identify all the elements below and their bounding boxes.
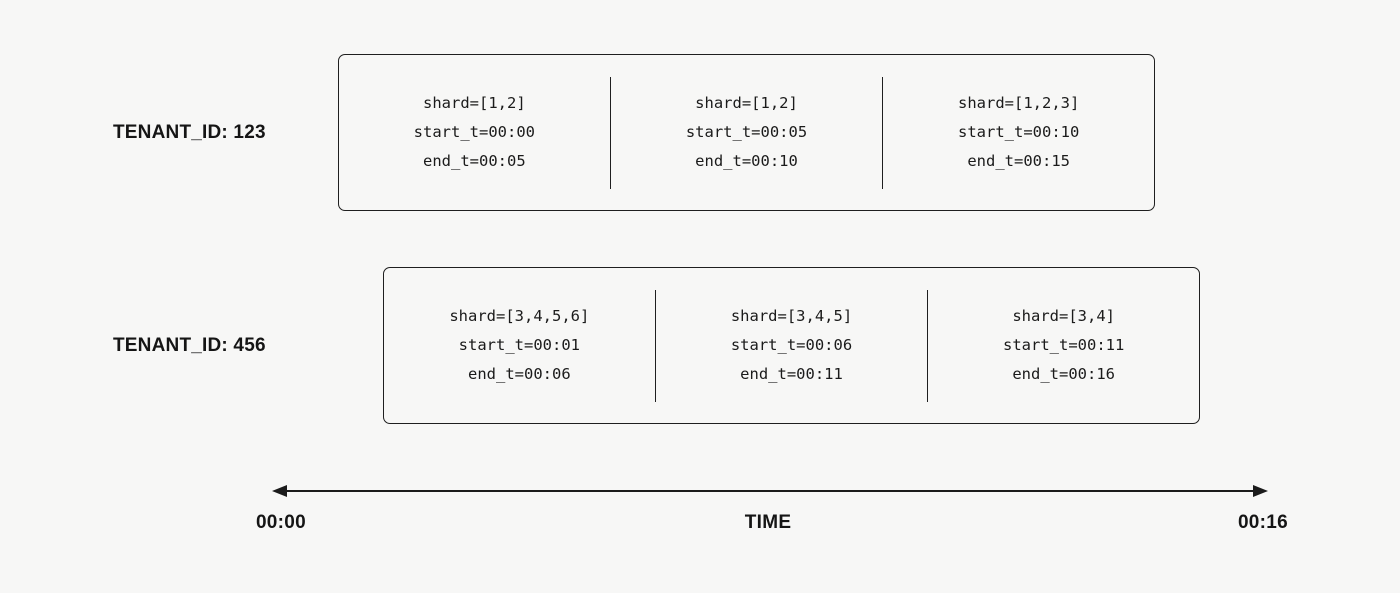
segment-shard-value: shard=[1,2]: [695, 94, 798, 112]
tenant-123-segment-2: shard=[1,2] start_t=00:05 end_t=00:10: [611, 55, 882, 210]
tenant-456-segment-1: shard=[3,4,5,6] start_t=00:01 end_t=00:0…: [384, 268, 655, 423]
axis-end-label: 00:16: [1237, 512, 1289, 533]
segment-shard-value: shard=[1,2,3]: [958, 94, 1080, 112]
tenant-123-box: shard=[1,2] start_t=00:00 end_t=00:05 sh…: [338, 54, 1155, 211]
segment-start-time: start_t=00:00: [413, 123, 535, 141]
segment-divider: [609, 76, 612, 189]
segment-end-time: end_t=00:05: [423, 152, 526, 170]
segment-start-time: start_t=00:06: [730, 336, 853, 354]
segment-divider: [881, 76, 884, 189]
time-axis-arrow: [272, 485, 1268, 497]
segment-start-time: start_t=00:10: [958, 123, 1080, 141]
tenant-123-segment-3: shard=[1,2,3] start_t=00:10 end_t=00:15: [883, 55, 1154, 210]
segment-end-time: end_t=00:10: [695, 152, 798, 170]
segment-end-time: end_t=00:06: [468, 365, 571, 383]
segment-divider: [926, 289, 929, 402]
tenant-456-segment-2: shard=[3,4,5] start_t=00:06 end_t=00:11: [656, 268, 927, 423]
segment-divider: [654, 289, 657, 402]
tenant-456-box: shard=[3,4,5,6] start_t=00:01 end_t=00:0…: [383, 267, 1200, 424]
segment-start-time: start_t=00:05: [685, 123, 808, 141]
segment-shard-value: shard=[3,4]: [1012, 307, 1115, 325]
segment-shard-value: shard=[1,2]: [423, 94, 526, 112]
segment-start-time: start_t=00:11: [1003, 336, 1125, 354]
tenant-123-segment-1: shard=[1,2] start_t=00:00 end_t=00:05: [339, 55, 610, 210]
tenant-456-segment-3: shard=[3,4] start_t=00:11 end_t=00:16: [928, 268, 1199, 423]
axis-time-label: TIME: [744, 512, 792, 533]
segment-start-time: start_t=00:01: [458, 336, 580, 354]
segment-end-time: end_t=00:11: [740, 365, 843, 383]
tenant-456-label: TENANT_ID: 456: [113, 334, 266, 356]
tenant-123-label: TENANT_ID: 123: [113, 121, 266, 143]
segment-shard-value: shard=[3,4,5]: [730, 307, 853, 325]
segment-end-time: end_t=00:15: [967, 152, 1070, 170]
segment-shard-value: shard=[3,4,5,6]: [449, 307, 590, 325]
axis-start-label: 00:00: [255, 512, 307, 533]
segment-end-time: end_t=00:16: [1012, 365, 1115, 383]
